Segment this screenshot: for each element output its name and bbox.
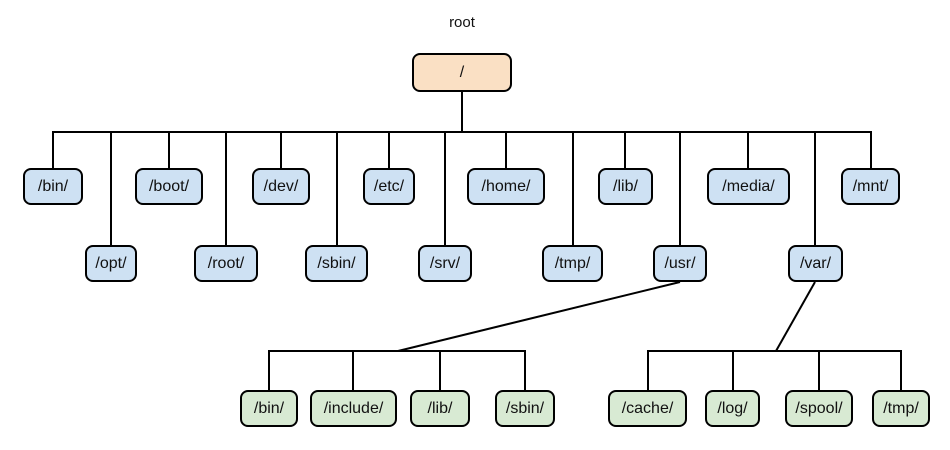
node-root-dir: /root/ xyxy=(194,245,258,282)
node-root: / xyxy=(412,53,512,92)
node-usr-bin: /bin/ xyxy=(240,390,298,427)
node-var-tmp: /tmp/ xyxy=(872,390,930,427)
node-media: /media/ xyxy=(707,168,790,205)
node-usr-sbin: /sbin/ xyxy=(495,390,555,427)
node-srv: /srv/ xyxy=(418,245,472,282)
root-caption: root xyxy=(449,14,475,31)
node-usr-include: /include/ xyxy=(310,390,397,427)
node-mnt: /mnt/ xyxy=(841,168,900,205)
node-var-log: /log/ xyxy=(705,390,760,427)
node-opt: /opt/ xyxy=(85,245,137,282)
node-usr: /usr/ xyxy=(653,245,707,282)
node-var: /var/ xyxy=(788,245,843,282)
node-home: /home/ xyxy=(467,168,545,205)
node-tmp: /tmp/ xyxy=(542,245,603,282)
node-sbin: /sbin/ xyxy=(305,245,368,282)
node-usr-lib: /lib/ xyxy=(410,390,470,427)
node-etc: /etc/ xyxy=(363,168,415,205)
node-var-cache: /cache/ xyxy=(608,390,687,427)
node-lib: /lib/ xyxy=(598,168,653,205)
node-dev: /dev/ xyxy=(252,168,310,205)
node-boot: /boot/ xyxy=(135,168,203,205)
node-var-spool: /spool/ xyxy=(785,390,853,427)
node-bin: /bin/ xyxy=(23,168,83,205)
